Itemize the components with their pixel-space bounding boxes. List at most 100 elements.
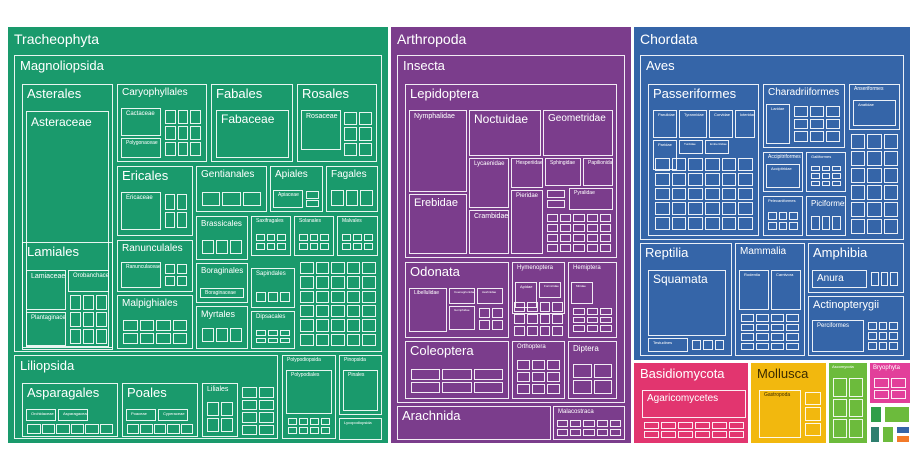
treemap-leaf-magn-misc-7[interactable] xyxy=(331,276,345,289)
treemap-leaf-lamiales-small-6[interactable] xyxy=(70,329,81,344)
treemap-leaf-dipt-small-0[interactable] xyxy=(573,364,592,378)
treemap-leaf-hym-small-2[interactable] xyxy=(539,302,551,312)
treemap-leaf-actin-small-6[interactable] xyxy=(868,342,877,350)
treemap-leaf-basid-small-10[interactable] xyxy=(712,431,727,438)
treemap-leaf-magn-misc-3[interactable] xyxy=(346,262,361,275)
treemap-leaf-passer-small-5[interactable] xyxy=(738,158,753,171)
treemap-leaf-malpig-small-5[interactable] xyxy=(139,333,154,344)
treemap-leaf-rosales-small-0[interactable] xyxy=(344,112,357,126)
treemap-leaf-fagales-small-0[interactable] xyxy=(331,190,344,206)
treemap-leaf-solan-small-0[interactable] xyxy=(299,234,308,241)
treemap-node-tiny-1[interactable] xyxy=(884,406,910,423)
treemap-leaf-rosales-small-1[interactable] xyxy=(359,112,372,126)
treemap-leaf-basid-small-8[interactable] xyxy=(678,431,693,438)
treemap-leaf-gall-small-4[interactable] xyxy=(821,173,831,179)
treemap-node-ascomycota[interactable]: Ascomycota xyxy=(829,363,867,443)
treemap-node-mollusca[interactable]: Mollusca xyxy=(751,363,826,443)
treemap-node-gastropoda[interactable]: Gastropoda xyxy=(759,390,801,438)
treemap-leaf-myrt-small-0[interactable] xyxy=(202,328,214,342)
treemap-leaf-charad-small-0[interactable] xyxy=(794,106,808,117)
treemap-leaf-magn-misc-9[interactable] xyxy=(362,276,376,289)
treemap-leaf-gall-small-1[interactable] xyxy=(821,166,831,172)
treemap-leaf-solan-small-5[interactable] xyxy=(320,243,329,250)
treemap-leaf-magn-misc-15[interactable] xyxy=(300,305,314,318)
treemap-leaf-lamiales-small-7[interactable] xyxy=(83,329,94,344)
treemap-node-asparagaceae[interactable]: Asparagaceae xyxy=(58,409,88,421)
treemap-leaf-pelec-small-2[interactable] xyxy=(789,212,798,220)
treemap-leaf-basid-small-11[interactable] xyxy=(729,431,744,438)
treemap-leaf-malv-small-4[interactable] xyxy=(353,243,362,250)
treemap-leaf-actin-small-2[interactable] xyxy=(889,322,898,330)
treemap-node-anatidae[interactable]: Anatidae xyxy=(853,100,896,126)
treemap-leaf-passer-small-10[interactable] xyxy=(721,172,737,186)
treemap-leaf-polyp-small-4[interactable] xyxy=(288,427,297,434)
treemap-leaf-ortho-small-7[interactable] xyxy=(532,384,545,394)
treemap-node-emberizidae[interactable]: Emberizidae xyxy=(705,140,729,154)
treemap-node-tiny-5[interactable] xyxy=(896,435,910,443)
treemap-leaf-coleo-small-1[interactable] xyxy=(442,369,472,380)
treemap-leaf-mamm-small-2[interactable] xyxy=(771,314,784,322)
treemap-leaf-mamm-small-7[interactable] xyxy=(786,323,799,331)
treemap-leaf-pelec-small-5[interactable] xyxy=(789,222,798,230)
treemap-leaf-myrt-small-2[interactable] xyxy=(230,328,242,342)
treemap-leaf-gall-small-2[interactable] xyxy=(832,166,841,172)
treemap-node-rodentia[interactable]: Rodentia xyxy=(739,270,769,310)
treemap-leaf-hemi-small-3[interactable] xyxy=(573,316,585,324)
treemap-leaf-hym-small-9[interactable] xyxy=(526,326,538,336)
treemap-leaf-mamm-small-12[interactable] xyxy=(741,342,754,350)
treemap-leaf-gall-small-7[interactable] xyxy=(821,180,831,186)
treemap-leaf-lamiales-small-5[interactable] xyxy=(96,312,107,327)
treemap-node-perciformes[interactable]: Perciformes xyxy=(812,320,864,352)
treemap-leaf-gall-small-0[interactable] xyxy=(811,166,820,172)
treemap-leaf-passer-small-7[interactable] xyxy=(671,172,687,186)
treemap-node-apiaceae[interactable]: Apiaceae xyxy=(273,190,303,208)
treemap-leaf-liliales-small-2[interactable] xyxy=(207,418,219,432)
treemap-leaf-lepido-b-14[interactable] xyxy=(599,234,611,242)
treemap-leaf-magn-misc-0[interactable] xyxy=(300,262,314,275)
treemap-leaf-magn-misc-11[interactable] xyxy=(315,290,330,303)
treemap-node-bryophyta[interactable]: Bryophyta xyxy=(870,363,910,403)
treemap-leaf-gentianales-small-2[interactable] xyxy=(242,192,261,206)
treemap-node-icteridae[interactable]: Icteridae xyxy=(735,110,755,138)
treemap-leaf-passer-small-19[interactable] xyxy=(671,202,687,216)
treemap-leaf-rosales-small-3[interactable] xyxy=(359,127,372,141)
treemap-leaf-rept-small-2[interactable] xyxy=(714,340,724,350)
treemap-leaf-gall-small-8[interactable] xyxy=(832,180,841,186)
treemap-leaf-arth-misc-7[interactable] xyxy=(583,429,595,436)
treemap-leaf-rosales-small-5[interactable] xyxy=(359,142,372,156)
treemap-leaf-charad-small-5[interactable] xyxy=(826,118,840,130)
treemap-leaf-gall-small-6[interactable] xyxy=(811,180,820,186)
treemap-leaf-dips-small-4[interactable] xyxy=(268,337,278,343)
treemap-node-paridae[interactable]: Paridae xyxy=(653,140,677,170)
treemap-leaf-rosales-small-2[interactable] xyxy=(344,127,357,141)
treemap-leaf-anser-small-5[interactable] xyxy=(883,151,898,166)
treemap-leaf-poales-small-3[interactable] xyxy=(167,424,180,434)
treemap-leaf-lamiales-small-3[interactable] xyxy=(70,312,81,327)
treemap-leaf-lepido-b-10[interactable] xyxy=(547,234,559,242)
treemap-node-formicidae[interactable]: Formicidae xyxy=(539,282,561,298)
treemap-node-pinopsida[interactable]: Pinopsida xyxy=(339,355,382,415)
treemap-leaf-pici-small-2[interactable] xyxy=(832,216,841,230)
treemap-leaf-anser-small-13[interactable] xyxy=(867,202,882,217)
treemap-leaf-caryo-small-0[interactable] xyxy=(165,110,176,124)
treemap-node-lycaenidae[interactable]: Lycaenidae xyxy=(469,158,509,208)
treemap-leaf-lilio-misc-5[interactable] xyxy=(259,412,274,423)
treemap-leaf-lepido-b-16[interactable] xyxy=(560,244,572,252)
treemap-leaf-lilio-misc-4[interactable] xyxy=(242,412,257,423)
treemap-leaf-magn-misc-12[interactable] xyxy=(331,290,345,303)
treemap-leaf-lepido-b-9[interactable] xyxy=(599,224,611,232)
treemap-leaf-malv-small-2[interactable] xyxy=(364,234,373,241)
treemap-node-ranunculales[interactable]: Ranunculales xyxy=(117,240,193,292)
treemap-node-lycopodiopsida[interactable]: Lycopodiopsida xyxy=(339,418,382,440)
treemap-leaf-polyp-small-2[interactable] xyxy=(310,418,319,425)
treemap-node-magnoliopsida[interactable]: Magnoliopsida xyxy=(14,55,382,352)
treemap-leaf-lepido-b-11[interactable] xyxy=(560,234,572,242)
treemap-leaf-lamiales-small-4[interactable] xyxy=(83,312,94,327)
treemap-leaf-arth-misc-9[interactable] xyxy=(609,429,621,436)
treemap-node-accipitridae[interactable]: Accipitridae xyxy=(766,164,800,188)
treemap-leaf-rept-small-0[interactable] xyxy=(692,340,702,350)
treemap-leaf-apiales-small-0[interactable] xyxy=(306,191,319,199)
treemap-leaf-ortho-small-8[interactable] xyxy=(547,384,560,394)
treemap-leaf-apiales-small-1[interactable] xyxy=(306,199,319,207)
treemap-leaf-malpig-small-3[interactable] xyxy=(172,320,187,331)
